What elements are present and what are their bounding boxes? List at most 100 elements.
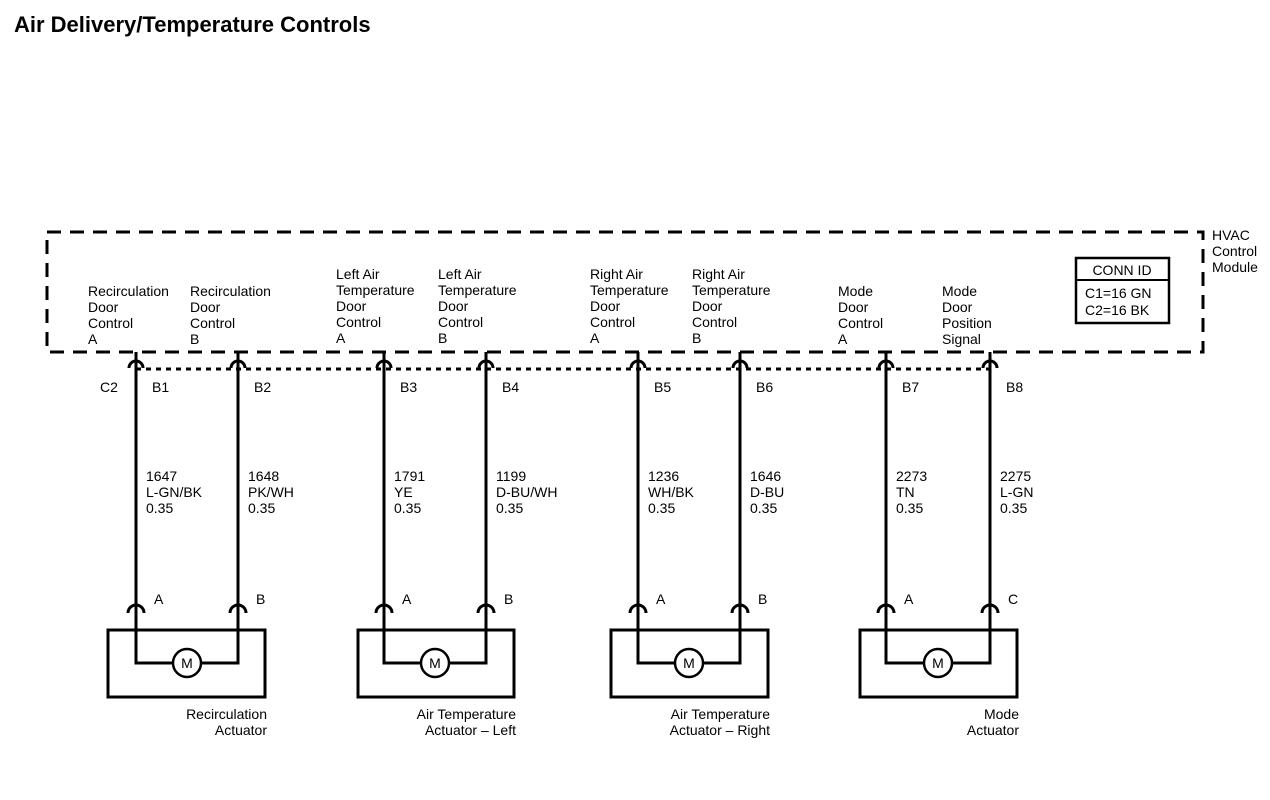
wire-circuit: 1791 xyxy=(394,468,425,484)
motor-lead xyxy=(449,630,488,665)
function-label-line: Temperature xyxy=(336,282,415,298)
actuator-terminal-icon xyxy=(374,603,394,614)
motor-lead xyxy=(636,630,675,665)
function-label-line: Right Air xyxy=(692,266,745,282)
function-label-line: Door xyxy=(692,298,723,314)
function-label-line: Control xyxy=(590,314,635,330)
cavity-label: B1 xyxy=(152,379,169,395)
wire-gauge: 0.35 xyxy=(896,500,923,516)
cavity-label: B7 xyxy=(902,379,919,395)
motor-lead xyxy=(952,630,992,665)
wire-circuit: 1646 xyxy=(750,468,781,484)
function-label-line: Control xyxy=(88,315,133,331)
actuator-terminal-icon xyxy=(228,603,248,614)
connector-label: C2 xyxy=(100,379,118,395)
function-label-line: Recirculation xyxy=(88,283,169,299)
cavity-label: B2 xyxy=(254,379,271,395)
motor-icon xyxy=(171,647,203,679)
function-label-line: Mode xyxy=(942,283,977,299)
function-label-line: B xyxy=(190,331,199,347)
wire-gauge: 0.35 xyxy=(1000,500,1027,516)
function-label-line: A xyxy=(590,330,600,346)
function-label-line: Door xyxy=(838,299,869,315)
actuator-pin-label: A xyxy=(402,591,412,607)
function-label-line: Left Air xyxy=(438,266,482,282)
wire-circuit: 1648 xyxy=(248,468,279,484)
function-label-line: B xyxy=(692,330,701,346)
actuator-pin-label: B xyxy=(758,591,767,607)
hvac-module-label-line: Control xyxy=(1212,243,1257,259)
function-label-line: A xyxy=(838,331,848,347)
actuator-name-line: Actuator xyxy=(215,722,267,738)
actuator-terminal-icon xyxy=(876,603,896,614)
motor-lead xyxy=(134,630,173,665)
function-label-line: Signal xyxy=(942,331,981,347)
motor-lead xyxy=(201,630,240,665)
function-label-line: Temperature xyxy=(438,282,517,298)
cavity-label: B8 xyxy=(1006,379,1023,395)
function-label-line: Door xyxy=(590,298,621,314)
function-label-line: Right Air xyxy=(590,266,643,282)
function-label-line: Door xyxy=(438,298,469,314)
actuator-name-line: Actuator xyxy=(967,722,1019,738)
actuator-pin-label: B xyxy=(256,591,265,607)
actuator-pin-label: A xyxy=(904,591,914,607)
conn-id-box: CONN ID C1=16 GN C2=16 BK xyxy=(1074,256,1171,325)
wire-color: PK/WH xyxy=(248,484,294,500)
function-label-line: Control xyxy=(336,314,381,330)
actuator-name-line: Mode xyxy=(984,706,1019,722)
wire-gauge: 0.35 xyxy=(648,500,675,516)
actuator-pin-label: C xyxy=(1008,591,1018,607)
wire-color: D-BU/WH xyxy=(496,484,557,500)
actuator-name-line: Air Temperature xyxy=(671,706,771,722)
hvac-module-label-line: Module xyxy=(1212,259,1258,275)
hvac-module-boundary xyxy=(45,230,1205,354)
wire-color: TN xyxy=(896,484,915,500)
function-label-line: Door xyxy=(942,299,973,315)
function-label-line: Mode xyxy=(838,283,873,299)
motor-lead xyxy=(703,630,742,665)
function-label-line: Left Air xyxy=(336,266,380,282)
function-label-line: Control xyxy=(438,314,483,330)
motor-icon xyxy=(419,647,451,679)
function-label-line: Control xyxy=(838,315,883,331)
wire-gauge: 0.35 xyxy=(146,500,173,516)
actuator-pin-label: A xyxy=(656,591,666,607)
hvac-module-label: HVAC Control Module xyxy=(1212,227,1261,275)
actuator-name-line: Actuator – Right xyxy=(670,722,770,738)
actuator-name-line: Air Temperature xyxy=(417,706,517,722)
actuator-pin-label: A xyxy=(154,591,164,607)
wire-circuit: 1236 xyxy=(648,468,679,484)
motor-symbol: M xyxy=(932,655,944,671)
conn-id-header: CONN ID xyxy=(1092,262,1151,278)
motor-symbol: M xyxy=(181,655,193,671)
function-label-line: A xyxy=(336,330,346,346)
